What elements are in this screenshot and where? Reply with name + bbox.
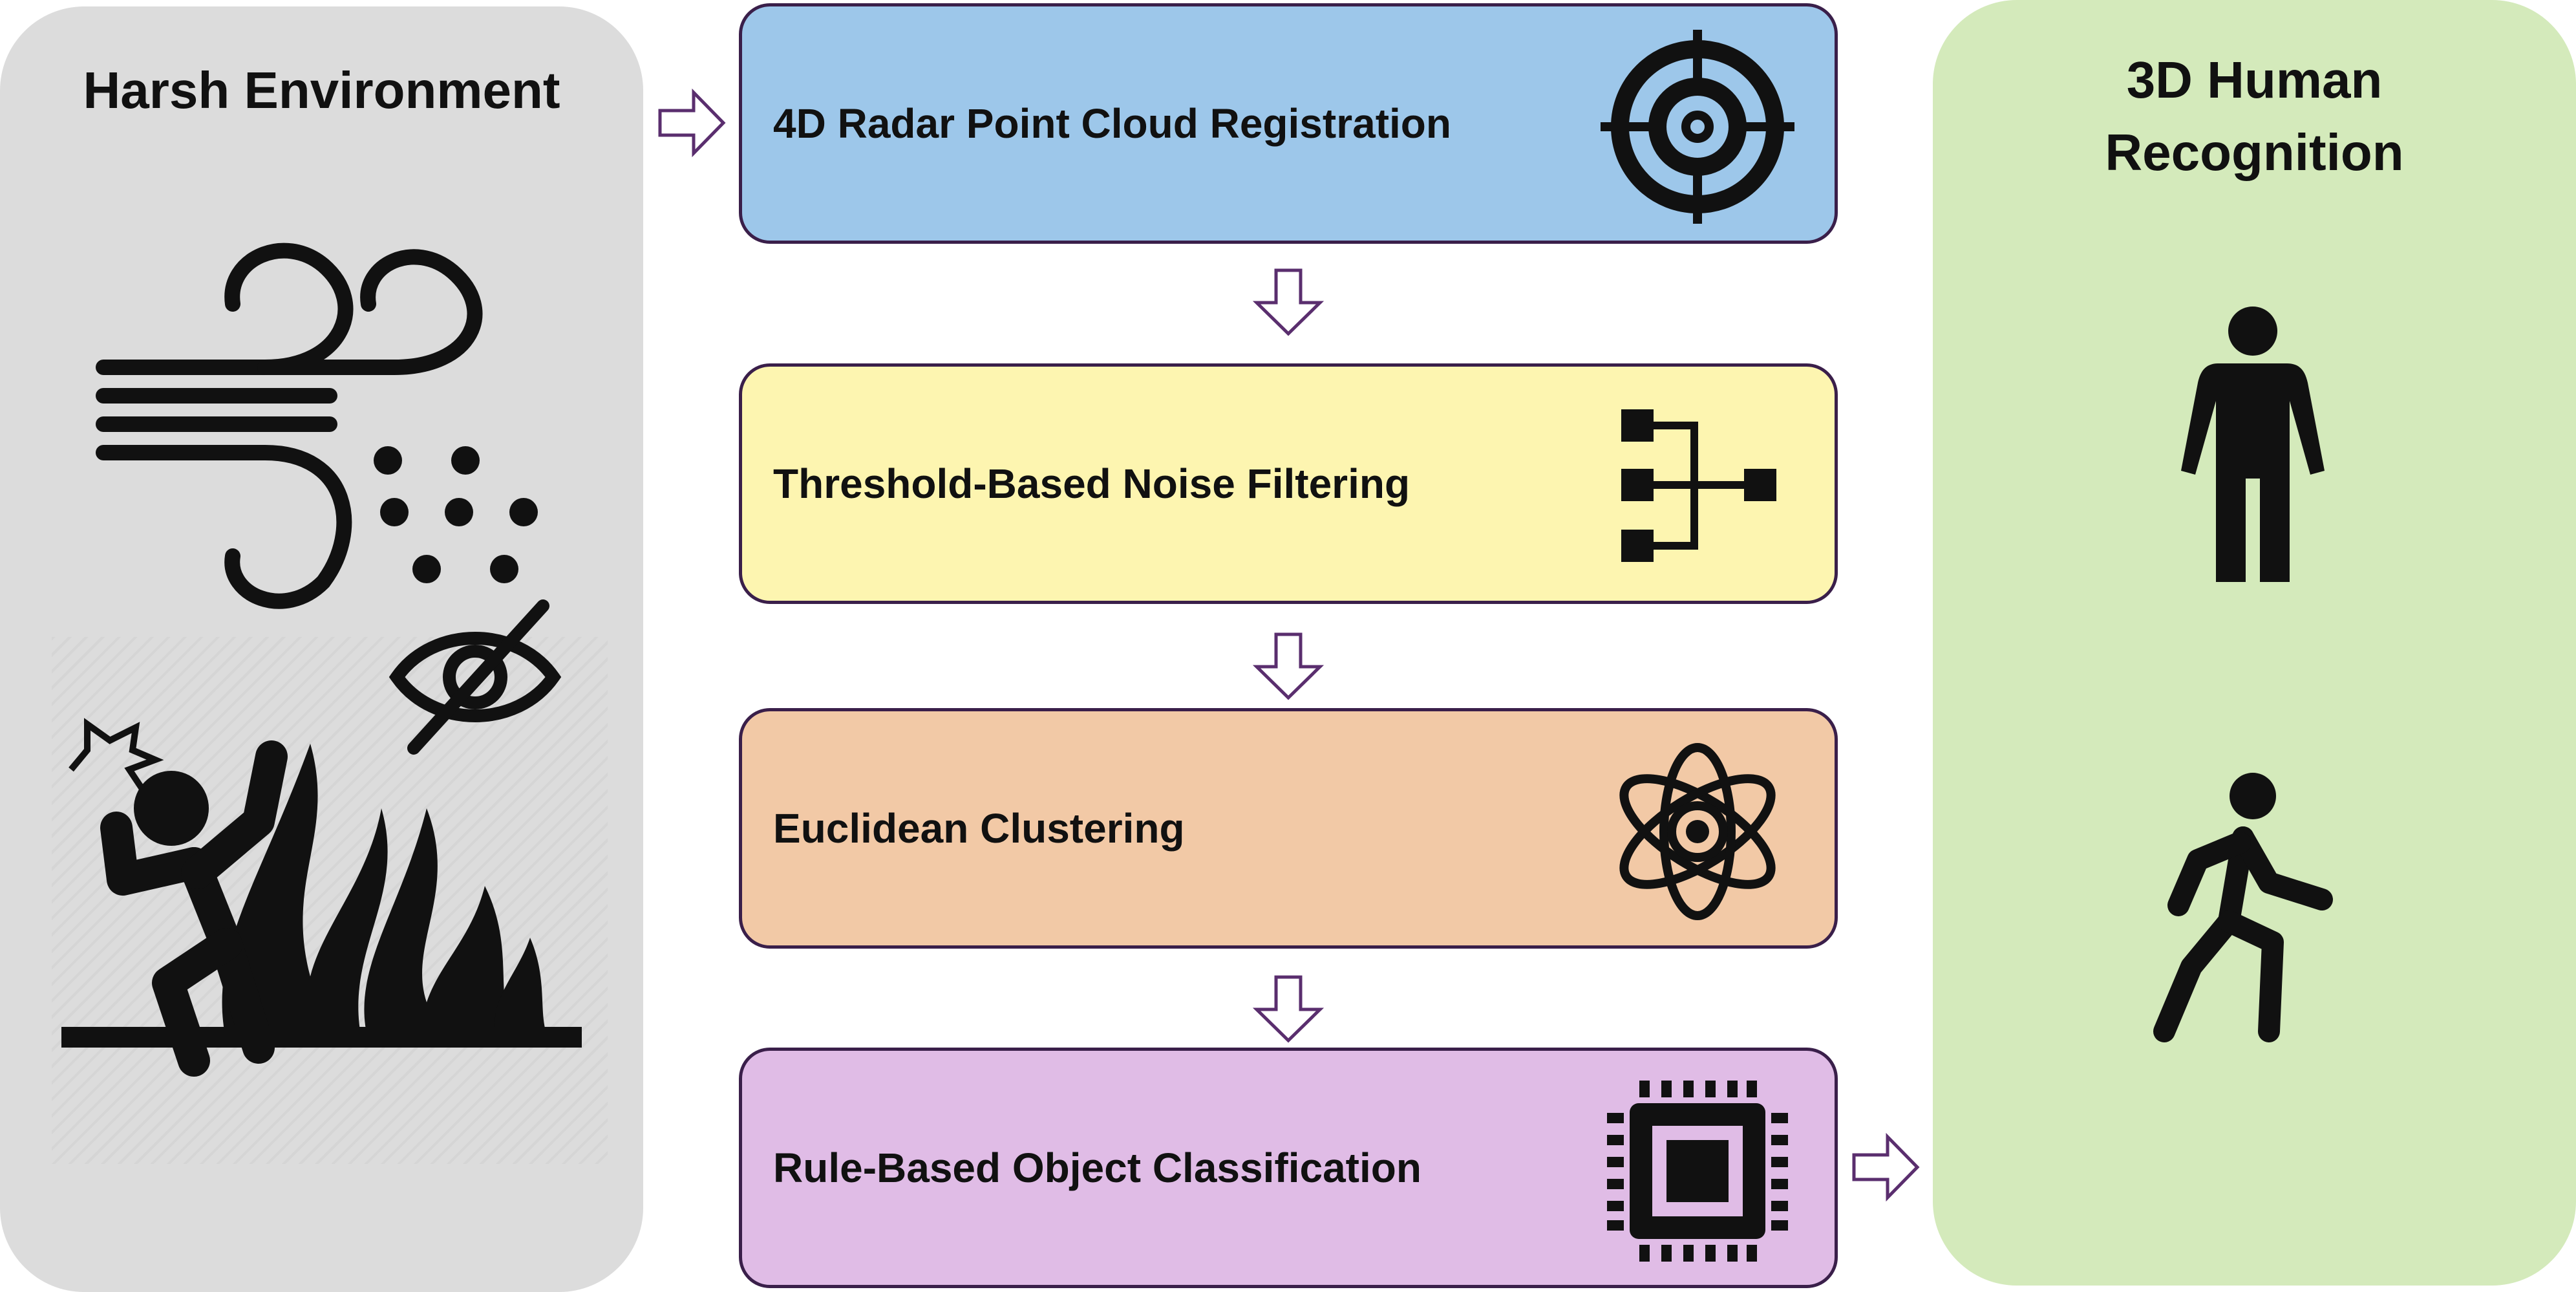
standing-person-icon bbox=[2181, 307, 2325, 582]
harsh-environment-panel: Harsh Environment bbox=[0, 6, 643, 1292]
step-noise-filtering: Threshold-Based Noise Filtering bbox=[739, 363, 1838, 604]
input-arrow-icon bbox=[658, 88, 726, 158]
hatched-background bbox=[52, 637, 608, 1164]
step-label: Threshold-Based Noise Filtering bbox=[773, 460, 1410, 507]
step-euclidean-clustering: Euclidean Clustering bbox=[739, 708, 1838, 949]
ground-line bbox=[61, 1027, 582, 1048]
target-icon bbox=[1601, 30, 1794, 224]
step-label: Rule-Based Object Classification bbox=[773, 1145, 1421, 1191]
human-recognition-panel: 3D Human Recognition bbox=[1933, 0, 2576, 1286]
chip-icon bbox=[1607, 1081, 1788, 1262]
atom-icon bbox=[1619, 743, 1776, 920]
step-label: 4D Radar Point Cloud Registration bbox=[773, 100, 1451, 147]
output-arrow-icon bbox=[1852, 1132, 1920, 1202]
wind-icon bbox=[96, 242, 538, 609]
step-label: Euclidean Clustering bbox=[773, 805, 1185, 852]
tree-filter-icon bbox=[1621, 409, 1776, 562]
step-radar-registration: 4D Radar Point Cloud Registration bbox=[739, 3, 1838, 244]
dust-particles-icon bbox=[374, 446, 538, 583]
walking-person-icon bbox=[2153, 773, 2333, 1042]
down-arrow-2-icon bbox=[1253, 632, 1324, 700]
no-visibility-icon bbox=[389, 599, 562, 755]
down-arrow-1-icon bbox=[1253, 268, 1324, 336]
fire-icon bbox=[222, 744, 549, 1041]
step-object-classification: Rule-Based Object Classification bbox=[739, 1048, 1838, 1288]
harsh-environment-title: Harsh Environment bbox=[83, 61, 560, 119]
human-recognition-title: 3D Human Recognition bbox=[2105, 51, 2404, 181]
pain-burst-icon bbox=[69, 718, 164, 791]
down-arrow-3-icon bbox=[1253, 975, 1324, 1043]
